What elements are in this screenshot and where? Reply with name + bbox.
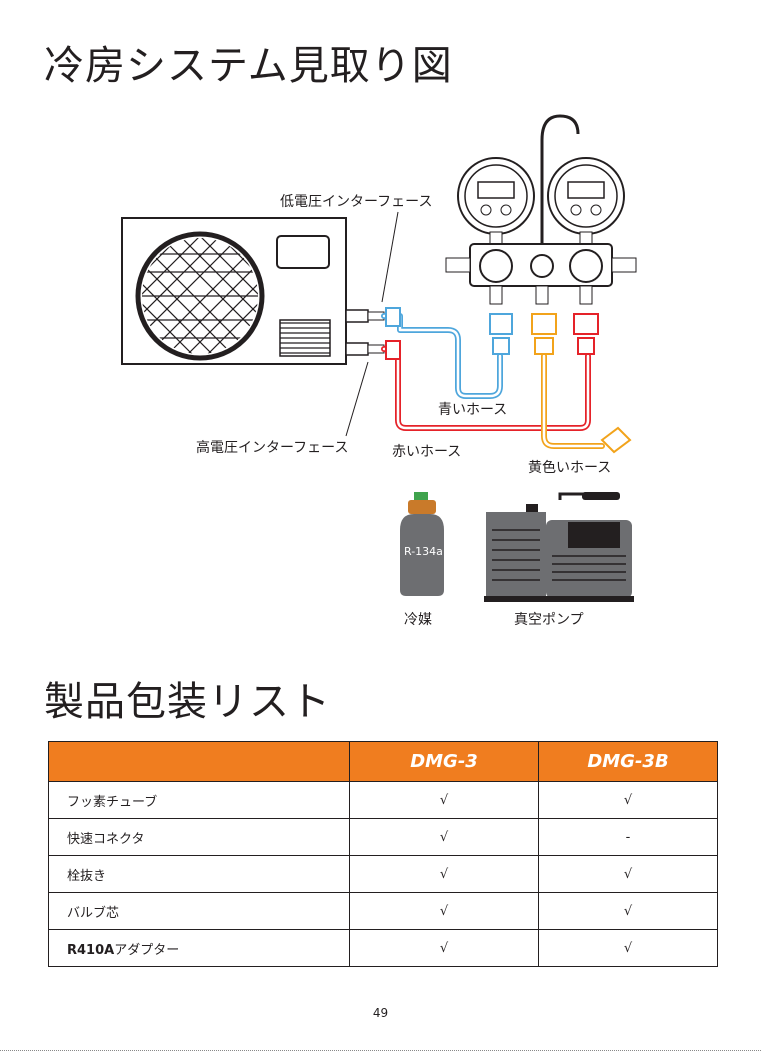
label-high-pressure: 高電圧インターフェース xyxy=(196,439,348,456)
header-item xyxy=(49,742,350,782)
page-number: 49 xyxy=(0,1006,761,1020)
bottom-dotted-rule xyxy=(0,1050,761,1051)
manifold-gauge xyxy=(446,116,636,304)
vacuum-pump xyxy=(484,492,634,602)
label-can: R-134a xyxy=(404,545,443,558)
section-title-system-diagram: 冷房システム見取り図 xyxy=(44,46,453,86)
refrigerant-can xyxy=(400,492,444,596)
label-refrigerant: 冷媒 xyxy=(404,612,432,628)
table-row: バルブ芯 √ √ xyxy=(49,893,718,930)
label-yellow-hose: 黄色いホース xyxy=(528,459,611,476)
dmg3-mark: √ xyxy=(350,930,539,967)
item-suffix: アダプター xyxy=(114,943,179,958)
item-name: R410Aアダプター xyxy=(49,930,350,967)
dmg3b-mark: √ xyxy=(539,856,718,893)
item-name: フッ素チューブ xyxy=(49,782,350,819)
item-prefix: R410A xyxy=(67,943,114,958)
label-blue-hose: 青いホース xyxy=(438,402,507,418)
table-row: 快速コネクタ √ - xyxy=(49,819,718,856)
label-low-pressure: 低電圧インターフェース xyxy=(280,194,432,210)
dmg3b-mark: √ xyxy=(539,893,718,930)
hoses xyxy=(384,316,602,446)
label-red-hose: 赤いホース xyxy=(392,444,461,460)
dmg3-mark: √ xyxy=(350,819,539,856)
dmg3b-mark: - xyxy=(539,819,718,856)
dmg3b-mark: √ xyxy=(539,782,718,819)
table-header-row: DMG-3 DMG-3B xyxy=(49,742,718,782)
dmg3-mark: √ xyxy=(350,893,539,930)
dmg3-mark: √ xyxy=(350,782,539,819)
header-dmg3b: DMG-3B xyxy=(539,742,718,782)
table-row: 栓抜き √ √ xyxy=(49,856,718,893)
item-name: 快速コネクタ xyxy=(49,819,350,856)
label-vacuum-pump: 真空ポンプ xyxy=(514,612,584,628)
header-dmg3: DMG-3 xyxy=(350,742,539,782)
package-list-table: DMG-3 DMG-3B フッ素チューブ √ √ 快速コネクタ √ - 栓抜き … xyxy=(48,741,718,967)
dmg3b-mark: √ xyxy=(539,930,718,967)
section-title-package-list: 製品包装リスト xyxy=(44,682,331,722)
dmg3-mark: √ xyxy=(350,856,539,893)
table-row: R410Aアダプター √ √ xyxy=(49,930,718,967)
item-name: バルブ芯 xyxy=(49,893,350,930)
table-row: フッ素チューブ √ √ xyxy=(49,782,718,819)
item-name: 栓抜き xyxy=(49,856,350,893)
refrigeration-system-diagram: 低電圧インターフェース 高電圧インターフェース 青いホース 赤いホース 黄色いホ… xyxy=(0,100,761,640)
outdoor-unit xyxy=(122,218,384,364)
